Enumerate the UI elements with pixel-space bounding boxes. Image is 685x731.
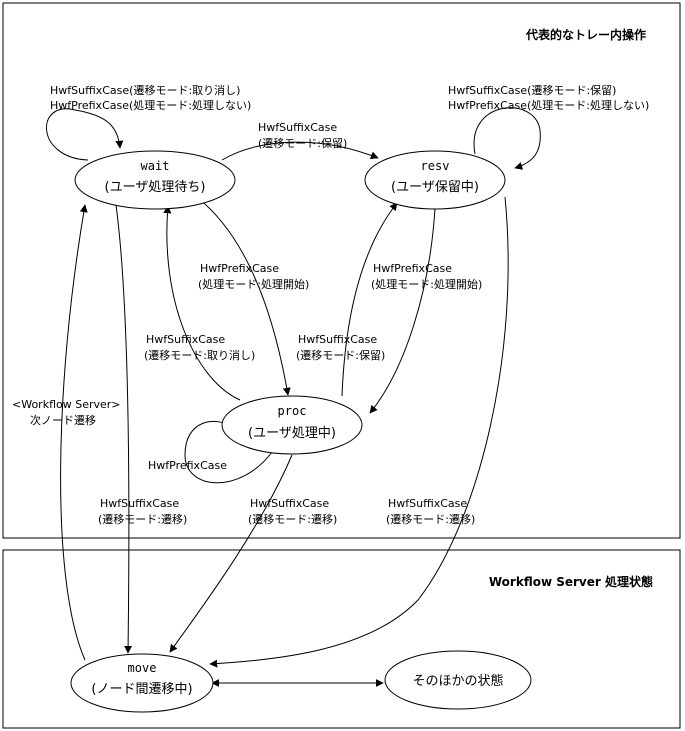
edge-proc-to-wait xyxy=(163,205,241,401)
edge-move-to-wait xyxy=(60,204,88,661)
label-move-wait-1: <Workflow Server> xyxy=(12,398,121,411)
label-resv-move-1: HwfSuffixCase xyxy=(388,497,467,510)
label-wait-self-2: HwfPrefixCase(処理モード:処理しない) xyxy=(50,99,251,112)
edge-wait-self xyxy=(45,108,124,161)
state-move: move (ノード間遷移中) xyxy=(70,653,214,713)
state-wait-name: wait xyxy=(141,159,170,173)
tray-section-frame xyxy=(2,2,681,539)
tray-section-title: 代表的なトレー内操作 xyxy=(525,27,646,42)
state-proc-name: proc xyxy=(278,404,307,418)
label-resv-proc-2: (処理モード:処理開始) xyxy=(371,277,482,291)
label-proc-resv-2: (遷移モード:保留) xyxy=(296,348,385,362)
edge-wait-to-proc xyxy=(197,197,291,396)
edge-resv-to-proc xyxy=(369,207,436,414)
label-resv-self-2: HwfPrefixCase(処理モード:処理しない) xyxy=(448,99,649,112)
state-proc: proc (ユーザ処理中) xyxy=(221,395,363,455)
edge-wait-to-resv xyxy=(221,141,379,161)
label-wait-move-1: HwfSuffixCase xyxy=(100,497,179,510)
server-section-frame xyxy=(2,549,681,729)
label-proc-self: HwfPrefixCase xyxy=(148,459,227,472)
state-other: そのほかの状態 xyxy=(384,650,532,710)
label-resv-move-2: (遷移モード:遷移) xyxy=(386,513,475,526)
edge-proc-to-move xyxy=(169,454,293,653)
edge-proc-self xyxy=(184,420,273,484)
label-proc-resv-1: HwfSuffixCase xyxy=(298,333,377,346)
label-wait-proc-1: HwfPrefixCase xyxy=(200,262,279,275)
edge-wait-to-move xyxy=(114,197,133,654)
server-section-title: Workflow Server 処理状態 xyxy=(489,574,653,589)
state-other-desc: そのほかの状態 xyxy=(412,673,503,689)
label-proc-wait-2: (遷移モード:取り消し) xyxy=(144,348,255,362)
edge-resv-to-move xyxy=(209,196,509,668)
label-resv-self-1: HwfSuffixCase(遷移モード:保留) xyxy=(448,83,616,97)
label-wait-resv-1: HwfSuffixCase xyxy=(258,121,337,134)
label-proc-move-1: HwfSuffixCase xyxy=(250,497,329,510)
label-wait-self-1: HwfSuffixCase(遷移モード:取り消し) xyxy=(50,83,240,97)
state-wait-desc: (ユーザ処理待ち) xyxy=(105,180,206,195)
label-wait-resv-2: (遷移モード:保留) xyxy=(258,136,347,150)
state-wait: wait (ユーザ処理待ち) xyxy=(74,150,236,210)
edge-proc-to-resv xyxy=(341,202,398,397)
state-resv-desc: (ユーザ保留中) xyxy=(391,180,479,195)
state-proc-desc: (ユーザ処理中) xyxy=(248,426,336,441)
label-move-wait-2: 次ノード遷移 xyxy=(30,413,96,427)
state-resv-name: resv xyxy=(421,159,450,173)
label-wait-proc-2: (処理モード:処理開始) xyxy=(198,277,309,291)
edge-resv-self xyxy=(473,107,541,170)
label-resv-proc-1: HwfPrefixCase xyxy=(373,262,452,275)
label-proc-wait-1: HwfSuffixCase xyxy=(146,333,225,346)
state-move-name: move xyxy=(128,661,157,675)
state-resv: resv (ユーザ保留中) xyxy=(364,150,506,210)
label-wait-move-2: (遷移モード:遷移) xyxy=(98,513,187,526)
state-move-desc: (ノード間遷移中) xyxy=(91,682,192,697)
label-proc-move-2: (遷移モード:遷移) xyxy=(248,513,337,526)
